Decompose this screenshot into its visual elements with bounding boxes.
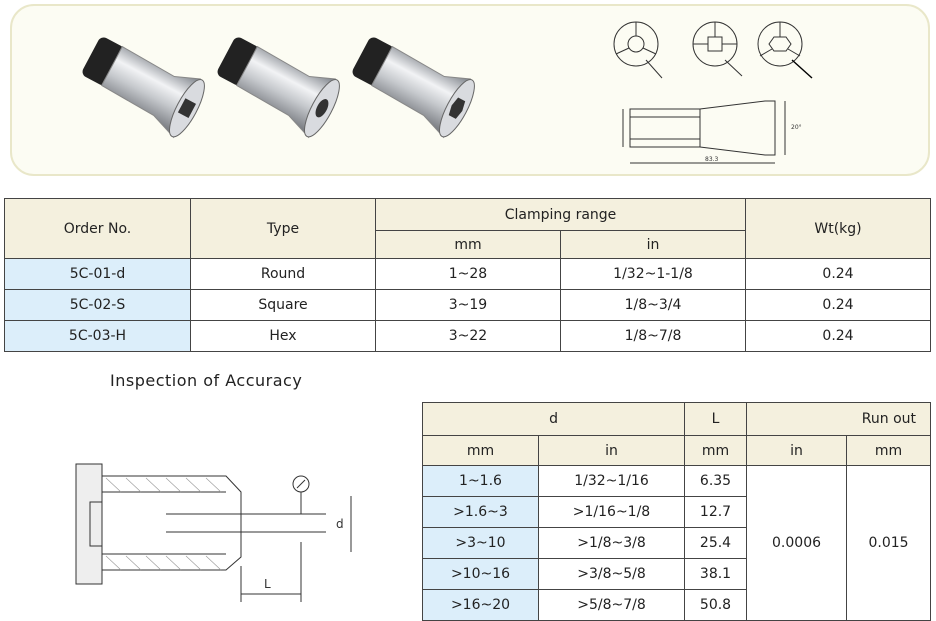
cell-d-in: 1/32~1/16 [537,465,686,497]
table-row: >16~20 >5/8~7/8 50.8 [422,589,931,621]
cell-runout-mm: 0.015 [846,465,932,621]
header-L: L [684,402,748,436]
header-L-mm: mm [684,435,748,466]
cell-type: Round [190,258,376,290]
cell-d-mm: >10~16 [422,558,539,590]
header-in: in [559,230,747,259]
cell-d-mm: 1~1.6 [422,465,539,497]
header-runout-in: in [746,435,848,466]
table-row: 1~1.6 1/32~1/16 6.35 0.0006 0.015 [422,465,932,621]
spec-table: Order No. Type Clamping range Wt(kg) mm … [4,198,932,352]
cell-d-in: >1/16~1/8 [537,496,686,528]
cell-in: 1/8~3/4 [559,289,747,321]
cell-wt: 0.24 [745,289,932,321]
table-row: >10~16 >3/8~5/8 38.1 [422,558,931,590]
collet-end-view-drawings [613,21,813,79]
collet-round-image [82,37,205,139]
cell-d-in: >1/8~3/8 [537,527,686,559]
inspection-table: d L Run out mm in mm in mm 1~1.6 1/32~1/… [421,402,932,621]
collet-side-view-drawing: 83.3 20° [622,100,802,164]
cell-d-in: >5/8~7/8 [537,589,686,621]
cell-order-no: 5C-01-d [4,258,191,290]
cell-wt: 0.24 [745,320,932,352]
cell-order-no: 5C-02-S [4,289,191,321]
collet-square-image [217,37,340,139]
cell-L-mm: 38.1 [684,558,748,590]
header-clamping-range: Clamping range [374,198,747,231]
dim-length-label: 83.3 [705,156,719,163]
cell-in: 1/32~1-1/8 [559,258,747,290]
header-run-out: Run out [746,402,932,436]
collet-hex-image [352,37,475,139]
cell-type: Square [190,289,376,321]
cell-L-mm: 50.8 [684,589,748,621]
cell-wt: 0.24 [745,258,932,290]
cell-type: Hex [190,320,376,352]
dim-angle-label: 20° [791,124,802,131]
header-d: d [421,402,686,436]
cell-d-mm: >1.6~3 [422,496,539,528]
header-order-no: Order No. [4,198,191,259]
cell-order-no: 5C-03-H [4,320,191,352]
cell-d-in: >3/8~5/8 [537,558,686,590]
cell-mm: 3~22 [375,320,561,352]
inspection-drawing: d L [75,463,352,602]
header-type: Type [190,198,376,259]
drawing-d-label: d [336,517,344,531]
cell-d-mm: >3~10 [422,527,539,559]
table-row: 5C-01-d Round 1~28 1/32~1-1/8 0.24 [4,258,932,290]
cell-in: 1/8~7/8 [559,320,747,352]
collet-photos [82,37,475,139]
table-row: 5C-03-H Hex 3~22 1/8~7/8 0.24 [4,320,932,352]
table-row: 5C-02-S Square 3~19 1/8~3/4 0.24 [4,289,932,321]
cell-mm: 1~28 [375,258,561,290]
cell-L-mm: 6.35 [684,465,748,497]
cell-runout-in: 0.0006 [746,465,848,621]
hex-end-view [757,21,813,79]
cell-d-mm: >16~20 [422,589,539,621]
square-end-view [692,21,743,77]
cell-L-mm: 12.7 [684,496,748,528]
table-row: >3~10 >1/8~3/8 25.4 [422,527,931,559]
cell-mm: 3~19 [375,289,561,321]
header-wt: Wt(kg) [745,198,932,259]
round-end-view [613,21,663,79]
header-d-in: in [537,435,686,466]
drawing-L-label: L [264,577,271,591]
header-mm: mm [375,230,561,259]
inspection-title: Inspection of Accuracy [110,371,303,390]
cell-L-mm: 25.4 [684,527,748,559]
header-runout-mm: mm [846,435,932,466]
header-d-mm: mm [422,435,539,466]
